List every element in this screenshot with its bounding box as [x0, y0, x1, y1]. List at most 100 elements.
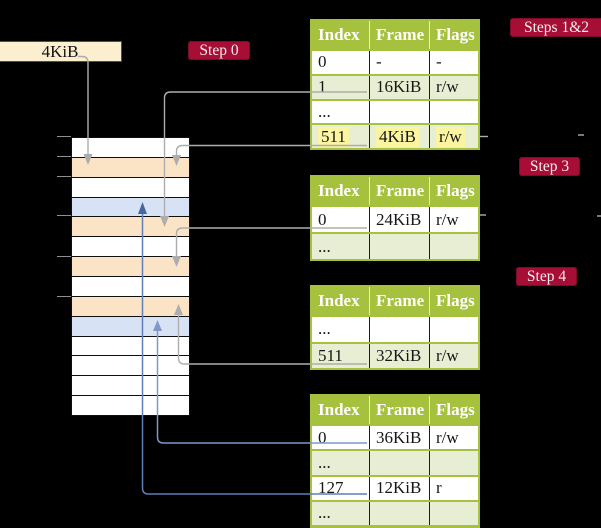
- physical-memory-column: [71, 137, 190, 416]
- cell-text: 16KiB: [376, 77, 422, 97]
- address-tick: [57, 176, 71, 177]
- memory-row-peach: [72, 257, 189, 278]
- memory-row-blue: [72, 316, 189, 337]
- badge-steps-1-2-label: Steps 1&2: [523, 18, 590, 36]
- table-cell: [429, 451, 478, 475]
- column-header: Index: [312, 396, 369, 424]
- table-cell: -: [429, 51, 478, 74]
- table-cell: [369, 234, 429, 259]
- table-cell: 511: [312, 125, 369, 148]
- memory-row-blue: [72, 197, 189, 218]
- column-header: Flags: [429, 287, 478, 315]
- cell-text: Index: [318, 25, 360, 44]
- cell-text: r/w: [436, 126, 465, 147]
- cell-text: 127: [318, 478, 344, 498]
- table-row: ...: [312, 449, 478, 475]
- table-cell: 127: [312, 477, 369, 500]
- cell-text: Flags: [436, 291, 475, 310]
- badge-step-0-label: Step 0: [199, 41, 239, 59]
- table-cell: ...: [312, 234, 369, 259]
- cell-text: r: [436, 478, 442, 498]
- table-cell: [429, 317, 478, 342]
- frame-size-label: 4KiB: [41, 41, 79, 61]
- address-tick: [57, 256, 71, 257]
- frame-size-box: 4KiB: [0, 41, 122, 62]
- cell-text: 12KiB: [376, 478, 422, 498]
- memory-row-white: [72, 396, 189, 416]
- table-cell: 0: [312, 426, 369, 449]
- cell-text: 0: [318, 427, 327, 447]
- memory-row-peach: [72, 157, 189, 178]
- memory-row-peach: [72, 217, 189, 238]
- memory-row-white: [72, 177, 189, 198]
- cell-text: Frame: [376, 25, 425, 44]
- badge-step-4: Step 4: [516, 267, 577, 286]
- table-cell: r/w: [429, 75, 478, 99]
- address-tick: [57, 136, 71, 137]
- cell-text: r/w: [436, 427, 459, 447]
- table-row: 511 4KiB r/w: [312, 123, 478, 148]
- cell-text: 4KiB: [376, 126, 419, 147]
- table-cell: [429, 234, 478, 259]
- table-cell: r/w: [429, 426, 478, 450]
- cell-text: Index: [318, 400, 360, 419]
- column-header: Frame: [369, 287, 429, 315]
- table-cell: ...: [312, 317, 369, 342]
- cell-text: ...: [318, 319, 331, 339]
- cell-text: -: [436, 52, 442, 72]
- memory-row-white: [72, 336, 189, 357]
- column-header: Flags: [429, 396, 478, 424]
- column-header: Index: [312, 21, 369, 49]
- cell-text: 0: [318, 209, 327, 229]
- table-cell: 16KiB: [369, 75, 429, 99]
- column-header: Flags: [429, 177, 478, 205]
- table-cell: 4KiB: [369, 125, 429, 148]
- cell-text: Flags: [436, 400, 475, 419]
- memory-row-white: [72, 356, 189, 377]
- table-cell: 32KiB: [369, 343, 429, 368]
- cell-text: r/w: [436, 345, 459, 365]
- table-cell: [429, 100, 478, 124]
- table-cell: 1: [312, 76, 369, 99]
- table-cell: [429, 501, 478, 525]
- header-row: Index Frame Flags: [312, 396, 478, 424]
- table-cell: r/w: [429, 125, 478, 148]
- cell-text: ...: [318, 236, 331, 256]
- cell-text: Flags: [436, 181, 475, 200]
- memory-row-white: [72, 376, 189, 397]
- cell-text: Index: [318, 291, 360, 310]
- address-tick: [57, 156, 71, 157]
- column-header: Flags: [429, 21, 478, 49]
- cell-text: 24KiB: [376, 209, 422, 229]
- table-cell: 24KiB: [369, 207, 429, 232]
- cell-text: 36KiB: [376, 427, 422, 447]
- table-row: 0--: [312, 49, 478, 74]
- table-cell: ...: [312, 101, 369, 124]
- cell-text: r/w: [436, 209, 459, 229]
- table-row: 1 16KiB r/w: [312, 73, 478, 99]
- page-table-bottom: Index Frame Flags 0 36KiB r/w... 127 12KiB r...: [310, 394, 480, 528]
- table-row: ...: [312, 499, 478, 525]
- cell-text: Flags: [436, 25, 475, 44]
- table-cell: [369, 100, 429, 124]
- table-cell: ...: [312, 502, 369, 525]
- badge-step-3: Step 3: [519, 157, 580, 176]
- column-header: Frame: [369, 177, 429, 205]
- table-cell: 0: [312, 51, 369, 74]
- table-row: 127 12KiB r: [312, 474, 478, 500]
- cell-text: ...: [318, 452, 331, 472]
- cell-text: Frame: [376, 400, 425, 419]
- memory-row-white: [72, 138, 189, 158]
- cell-text: ...: [318, 503, 331, 523]
- address-tick: [57, 296, 71, 297]
- memory-row-white: [72, 237, 189, 258]
- cell-text: Frame: [376, 181, 425, 200]
- table-row: 0 24KiB r/w: [312, 205, 478, 232]
- cell-text: 0: [318, 52, 327, 72]
- header-row: Index Frame Flags: [312, 21, 478, 49]
